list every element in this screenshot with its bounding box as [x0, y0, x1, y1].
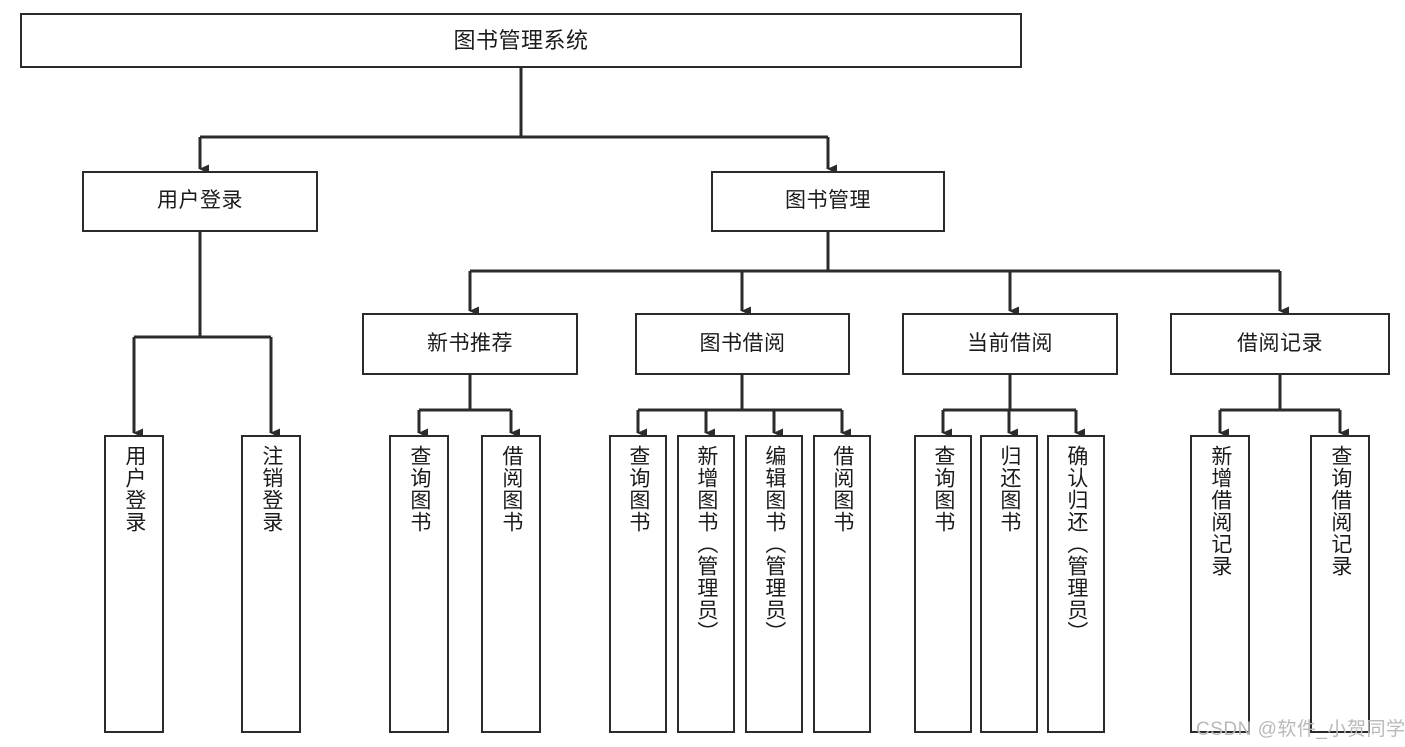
node-book-manage-label: 图书管理 — [785, 189, 871, 213]
node-leaf-return-book[interactable]: 归还图书 — [980, 435, 1038, 733]
node-leaf-query-book-bb[interactable]: 查询图书 — [609, 435, 667, 733]
node-leaf-query-book-cb[interactable]: 查询图书 — [914, 435, 972, 733]
node-leaf-query-book-rec[interactable]: 查询图书 — [389, 435, 449, 733]
node-leaf-add-book-admin[interactable]: 新增图书（管理员） — [677, 435, 735, 733]
node-book-borrow[interactable]: 图书借阅 — [635, 313, 850, 375]
node-leaf-borrow-book-rec[interactable]: 借阅图书 — [481, 435, 541, 733]
node-leaf-add-book-admin-label: 新增图书（管理员） — [694, 445, 718, 643]
node-new-book-recommend[interactable]: 新书推荐 — [362, 313, 578, 375]
node-book-manage[interactable]: 图书管理 — [711, 171, 945, 232]
node-leaf-query-book-bb-label: 查询图书 — [626, 445, 650, 533]
node-user-login[interactable]: 用户登录 — [82, 171, 318, 232]
node-current-borrow[interactable]: 当前借阅 — [902, 313, 1118, 375]
node-leaf-add-borrow-record-label: 新增借阅记录 — [1208, 445, 1232, 577]
node-root-label: 图书管理系统 — [453, 27, 589, 53]
node-leaf-add-borrow-record[interactable]: 新增借阅记录 — [1190, 435, 1250, 733]
node-leaf-confirm-return[interactable]: 确认归还（管理员） — [1047, 435, 1105, 733]
node-leaf-query-book-cb-label: 查询图书 — [931, 445, 955, 533]
node-root[interactable]: 图书管理系统 — [20, 13, 1022, 68]
node-borrow-record[interactable]: 借阅记录 — [1170, 313, 1390, 375]
node-leaf-edit-book-admin[interactable]: 编辑图书（管理员） — [745, 435, 803, 733]
node-user-login-label: 用户登录 — [157, 189, 243, 213]
node-leaf-borrow-book-rec-label: 借阅图书 — [499, 445, 523, 533]
node-leaf-query-borrow-record-label: 查询借阅记录 — [1328, 445, 1352, 577]
node-new-book-recommend-label: 新书推荐 — [427, 331, 513, 355]
node-borrow-record-label: 借阅记录 — [1237, 331, 1323, 355]
node-leaf-return-book-label: 归还图书 — [997, 445, 1021, 533]
node-leaf-user-login-label: 用户登录 — [122, 445, 146, 533]
node-leaf-confirm-return-label: 确认归还（管理员） — [1064, 445, 1088, 643]
node-leaf-query-borrow-record[interactable]: 查询借阅记录 — [1310, 435, 1370, 733]
node-leaf-edit-book-admin-label: 编辑图书（管理员） — [762, 445, 786, 643]
node-leaf-user-login[interactable]: 用户登录 — [104, 435, 164, 733]
node-book-borrow-label: 图书借阅 — [699, 331, 786, 355]
node-leaf-borrow-book-bb[interactable]: 借阅图书 — [813, 435, 871, 733]
node-leaf-borrow-book-bb-label: 借阅图书 — [830, 445, 854, 533]
node-leaf-logout-login[interactable]: 注销登录 — [241, 435, 301, 733]
node-current-borrow-label: 当前借阅 — [967, 331, 1053, 355]
node-leaf-logout-login-label: 注销登录 — [259, 445, 283, 533]
connector-lines — [132, 68, 1349, 438]
node-leaf-query-book-rec-label: 查询图书 — [407, 445, 431, 533]
